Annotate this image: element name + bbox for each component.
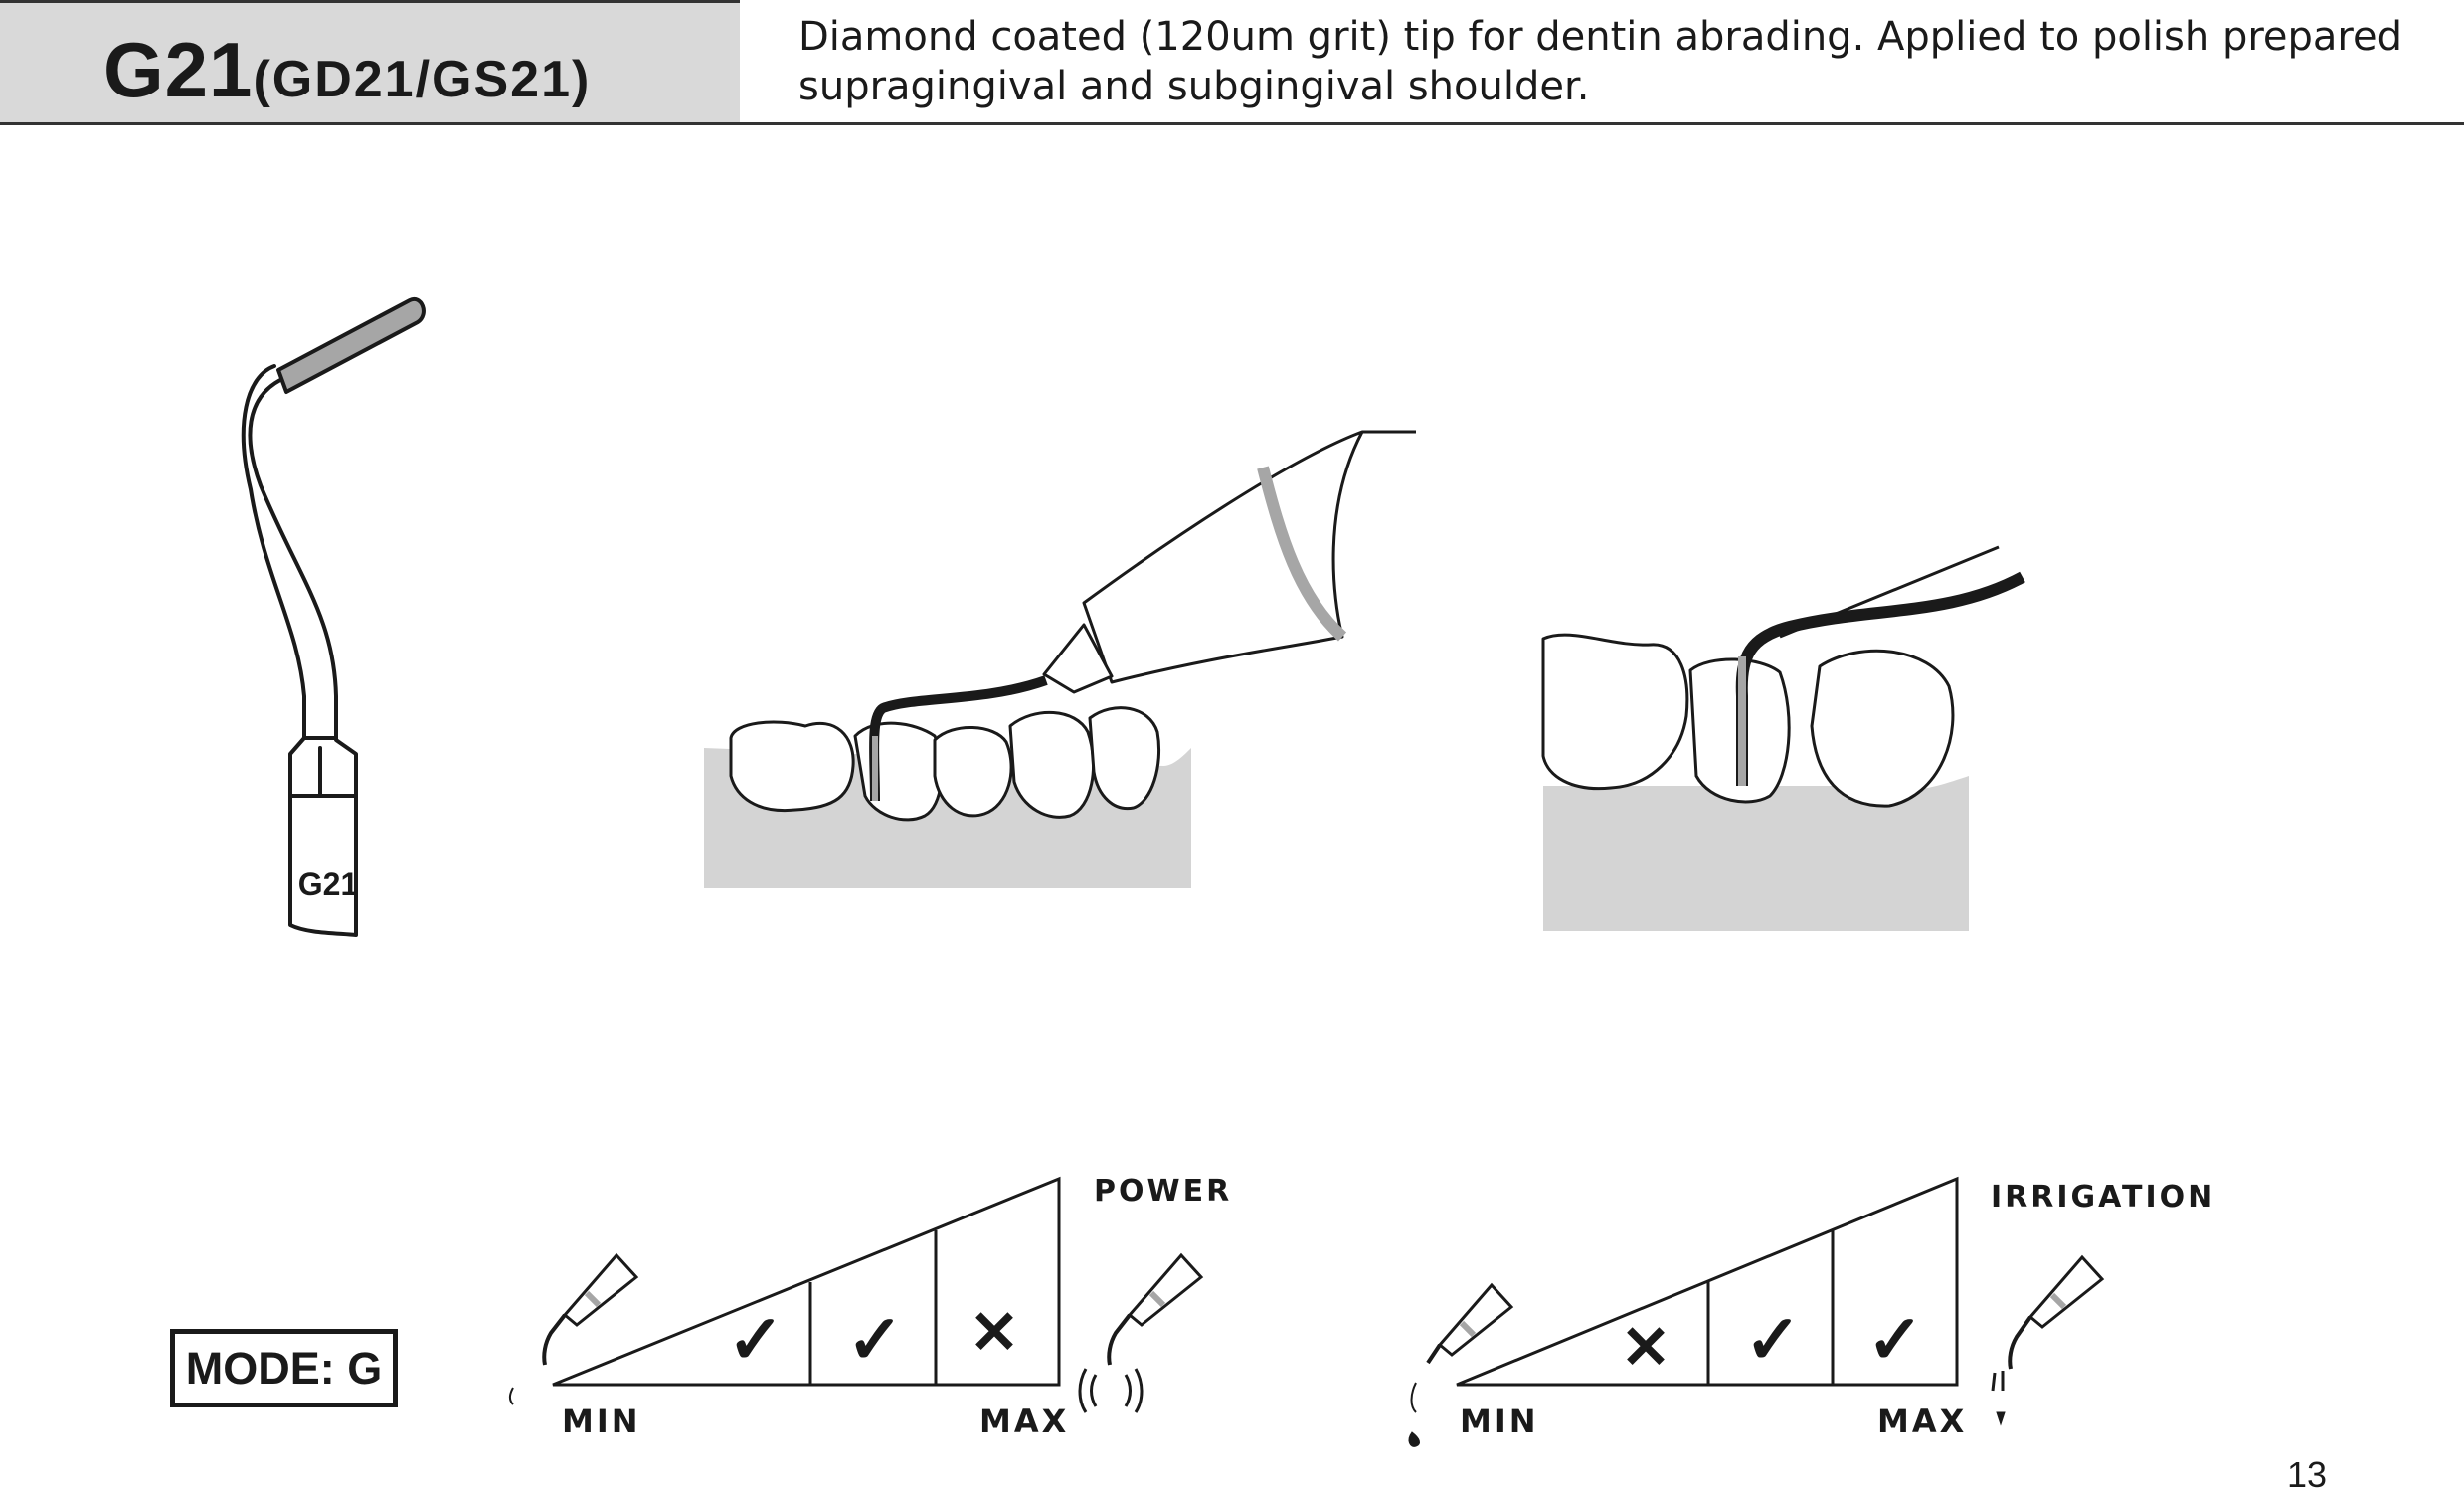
header-divider bbox=[0, 122, 2464, 125]
closeup-gum bbox=[1543, 776, 1969, 931]
irrigation-mark-mid: ✓ bbox=[1745, 1302, 1802, 1378]
handpiece-high-power-icon bbox=[1078, 1252, 1204, 1413]
power-mark-mid: ✓ bbox=[847, 1302, 904, 1378]
power-max-label: MAX bbox=[979, 1402, 1069, 1440]
scaler-tip-illustration: G21 bbox=[241, 296, 426, 937]
irrigation-mark-low: ✕ bbox=[1621, 1314, 1671, 1381]
page-number: 13 bbox=[2287, 1454, 2328, 1495]
tip-code-main: G21 bbox=[103, 26, 254, 113]
tooth-3 bbox=[933, 726, 1013, 818]
power-min-label: MIN bbox=[562, 1402, 641, 1440]
tooth-5 bbox=[1088, 706, 1161, 811]
tooth-4 bbox=[1008, 710, 1095, 819]
handpiece-body bbox=[1082, 430, 1364, 684]
closeup-tooth-right bbox=[1810, 649, 1955, 808]
tip-code-box: G21(GD21/GS21) bbox=[0, 0, 740, 123]
closeup-handle-line bbox=[1779, 545, 2000, 639]
irrigation-min-label: MIN bbox=[1460, 1402, 1539, 1440]
mode-label-box: MODE: G bbox=[170, 1329, 398, 1407]
tip-description: Diamond coated (120um grit) tip for dent… bbox=[798, 14, 2402, 109]
tip-engraving: G21 bbox=[298, 866, 358, 902]
diamond-coating bbox=[276, 296, 426, 394]
irrigation-title: IRRIGATION bbox=[1991, 1180, 2215, 1215]
closeup-tooth-left bbox=[1541, 633, 1689, 791]
handpiece-ring bbox=[1257, 466, 1347, 642]
tip-shank bbox=[241, 314, 420, 937]
tip-code: G21(GD21/GS21) bbox=[103, 25, 591, 115]
tip-code-variants: (GD21/GS21) bbox=[253, 51, 592, 108]
handpiece-usage-illustration bbox=[704, 430, 1416, 888]
power-mark-high: ✕ bbox=[969, 1299, 1019, 1366]
irrigation-max-label: MAX bbox=[1877, 1402, 1967, 1440]
irrigation-mark-high: ✓ bbox=[1867, 1302, 1924, 1378]
power-title: POWER bbox=[1094, 1174, 1232, 1209]
handpiece-insert bbox=[1042, 623, 1114, 694]
closeup-illustration bbox=[1541, 545, 2025, 931]
irrigation-scale: ✕ ✓ ✓ MIN MAX IRRIGATION bbox=[1408, 1176, 2215, 1447]
handpiece-low-power-icon bbox=[509, 1252, 639, 1405]
handpiece-high-water-icon bbox=[1991, 1254, 2105, 1426]
power-mark-low: ✓ bbox=[728, 1302, 785, 1378]
power-scale: ✓ ✓ ✕ MIN MAX POWER bbox=[509, 1174, 1232, 1440]
page-header: G21(GD21/GS21) Diamond coated (120um gri… bbox=[0, 0, 2464, 125]
handpiece-low-water-icon bbox=[1408, 1282, 1514, 1447]
power-triangle bbox=[552, 1176, 1061, 1387]
tooth-1 bbox=[729, 720, 855, 813]
